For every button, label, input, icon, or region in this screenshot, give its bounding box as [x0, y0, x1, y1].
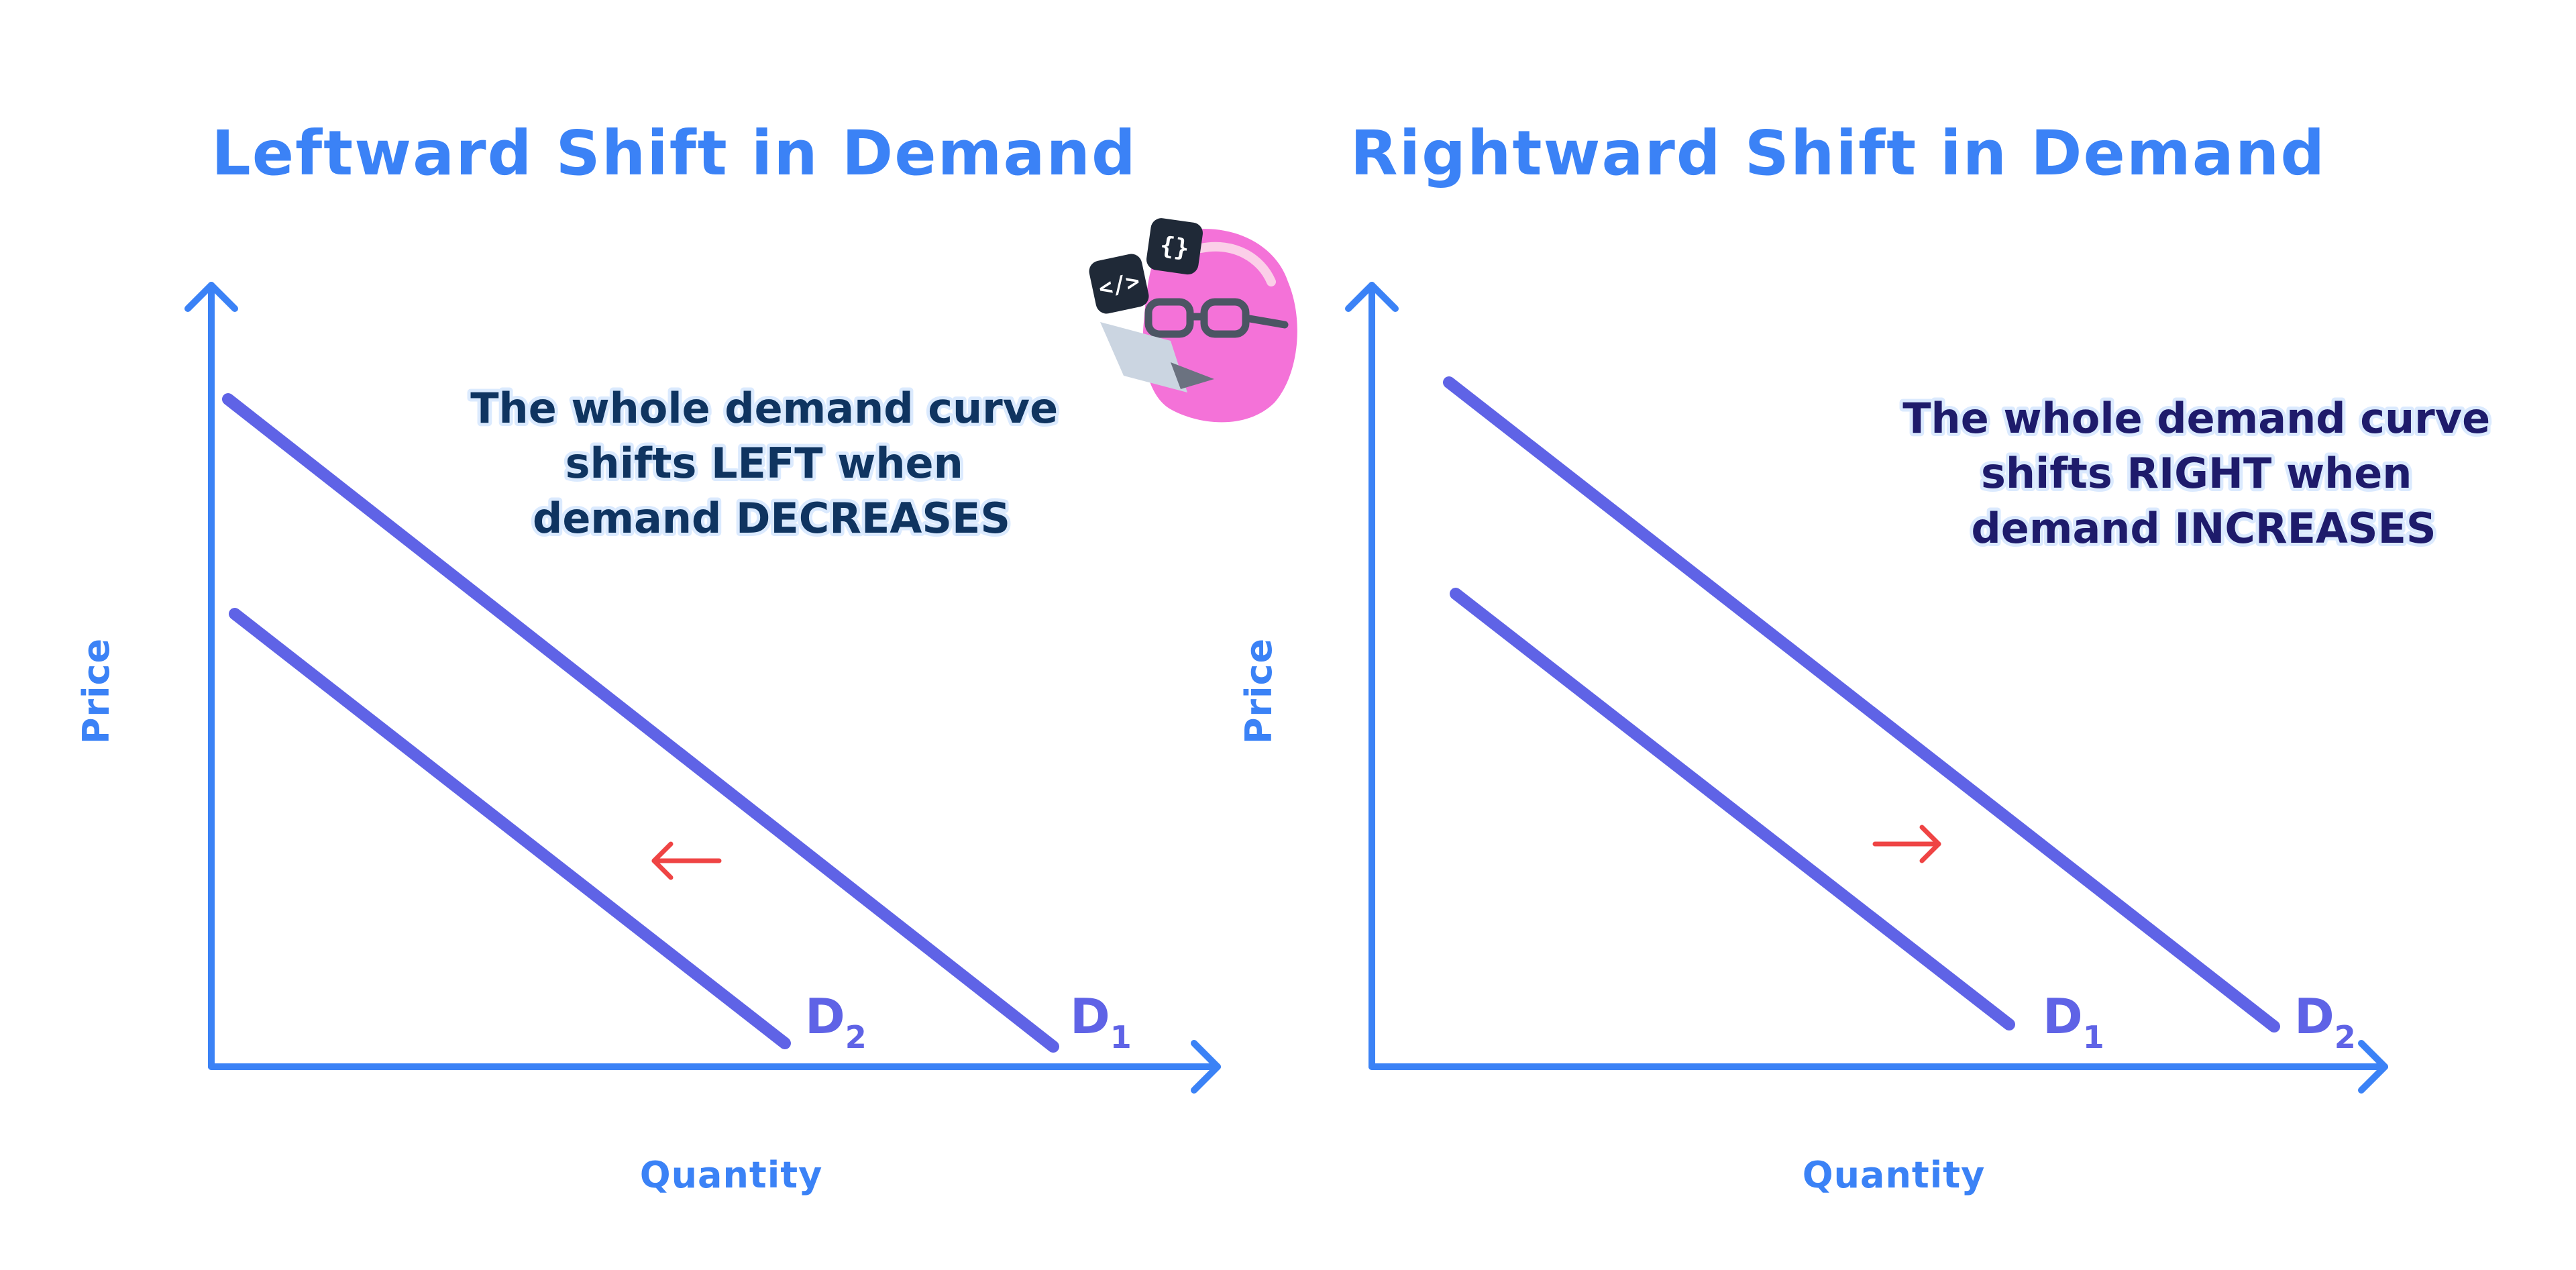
left-label-inner: D2: [805, 988, 867, 1055]
left-label-inner-main: D: [805, 988, 845, 1045]
left-label-inner-sub: 2: [845, 1019, 867, 1055]
right-x-axis-arrowhead: [2358, 1040, 2388, 1094]
mascot-body-highlight: [1196, 242, 1276, 286]
right-annotation: The whole demand curve shifts RIGHT when…: [1902, 394, 2504, 553]
left-annotation-line-2: shifts LEFT when: [566, 439, 963, 488]
right-x-axis-label: Quantity: [1803, 1154, 1986, 1196]
left-label-outer-sub: 1: [1110, 1019, 1132, 1055]
right-y-axis-label: Price: [1238, 638, 1280, 744]
left-annotation-line-1: The whole demand curve: [470, 384, 1058, 433]
left-label-outer: D1: [1070, 988, 1132, 1055]
right-label-outer-main: D: [2294, 988, 2334, 1045]
left-x-axis-label: Quantity: [640, 1154, 823, 1196]
arrow-left-icon: [651, 841, 722, 880]
right-panel: Rightward Shift in Demand Price Quantity…: [1238, 117, 2504, 1196]
right-curve-outer: [1443, 376, 2280, 1033]
right-axes: [1345, 282, 2388, 1094]
mascot-glasses-icon: [1144, 298, 1289, 338]
left-y-axis-label: Price: [75, 638, 117, 744]
braces-badge-text: {}: [1158, 231, 1191, 263]
mascot-laptop-icon: [1100, 322, 1214, 392]
right-annotation-line-3: demand INCREASES: [1971, 504, 2436, 553]
right-annotation-line-2: shifts RIGHT when: [1981, 449, 2412, 498]
braces-badge-icon: {}: [1146, 218, 1203, 275]
right-label-outer: D2: [2294, 988, 2356, 1055]
left-annotation-line-3: demand DECREASES: [533, 494, 1010, 543]
coder-mascot-icon: </> {}: [1089, 218, 1297, 423]
left-y-axis-arrowhead: [184, 282, 238, 312]
right-annotation-line-1: The whole demand curve: [1902, 394, 2490, 443]
right-panel-title: Rightward Shift in Demand: [1350, 117, 2326, 189]
right-label-inner-sub: 1: [2083, 1019, 2104, 1055]
left-curve-outer: [222, 393, 1059, 1053]
right-label-inner-main: D: [2043, 988, 2083, 1045]
right-curve-inner: [1450, 588, 2015, 1030]
right-y-axis-arrowhead: [1345, 282, 1399, 312]
code-badge-icon: </>: [1089, 254, 1149, 314]
arrow-right-icon: [1872, 825, 1941, 863]
left-panel: Leftward Shift in Demand Price Quantity …: [75, 117, 1221, 1196]
left-annotation: The whole demand curve shifts LEFT when …: [470, 384, 1072, 543]
left-label-outer-main: D: [1070, 988, 1110, 1045]
left-x-axis-arrowhead: [1191, 1040, 1221, 1094]
left-axes: [184, 282, 1221, 1094]
right-label-inner: D1: [2043, 988, 2104, 1055]
left-panel-title: Leftward Shift in Demand: [211, 117, 1137, 189]
left-curve-inner: [229, 608, 791, 1049]
right-label-outer-sub: 2: [2334, 1019, 2356, 1055]
